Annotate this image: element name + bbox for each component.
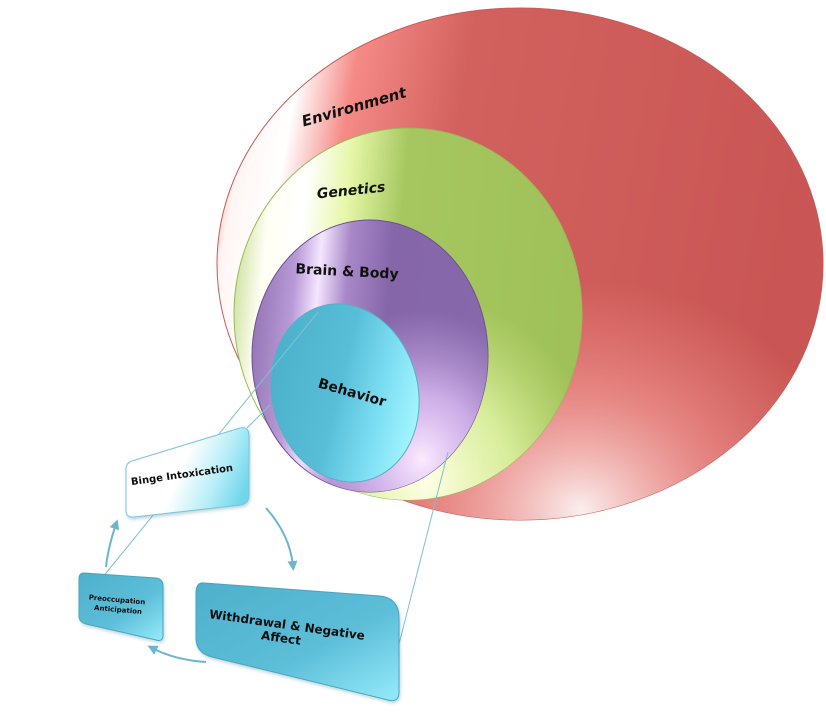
arrow-preoccupation-to-binge [105, 519, 120, 568]
preoccupation-anticipation-box[interactable]: Preoccupation Anticipation [78, 572, 164, 641]
connector-line [246, 404, 271, 429]
negative-affect-label: Affect [260, 628, 302, 647]
brain-body-label: Brain & Body [295, 261, 399, 282]
binge-intoxication-box[interactable]: Binge Intoxication [125, 427, 250, 518]
arrow-withdrawal-to-preoccupation [147, 645, 207, 663]
behavior-circle [270, 303, 420, 483]
connector-line [397, 451, 449, 649]
arrow-binge-to-withdrawal [265, 507, 298, 571]
genetics-label: Genetics [316, 179, 386, 202]
withdrawal-negative-affect-box[interactable]: Withdrawal & Negative Affect [195, 582, 400, 702]
